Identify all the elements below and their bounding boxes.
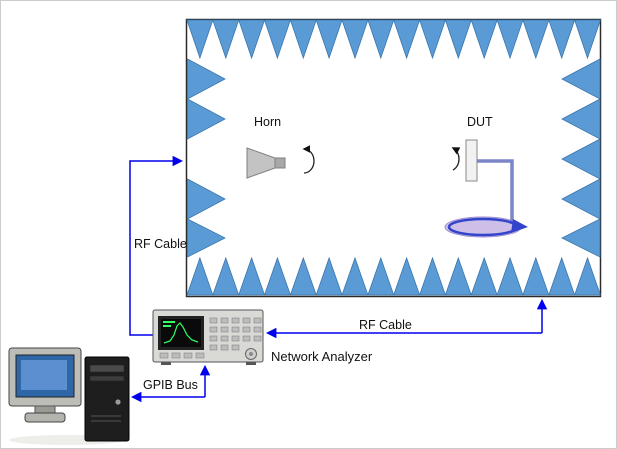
absorbers-right (561, 58, 601, 258)
dut-label: DUT (467, 115, 493, 129)
tower-vent (91, 420, 121, 422)
analyzer-foot (246, 362, 256, 365)
turntable-rotation-arrow-icon (447, 217, 528, 237)
cables (129, 155, 548, 403)
absorbers-top (186, 19, 601, 60)
horn-waveguide (274, 157, 286, 169)
analyzer-button-grid (209, 317, 262, 351)
dut-stand (477, 159, 514, 224)
tower-drive-bay (89, 375, 125, 382)
network-analyzer-icon (152, 309, 264, 365)
analyzer-readout-line (163, 325, 171, 327)
dut-panel (465, 139, 478, 182)
tower-drive-bay (89, 364, 125, 373)
analyzer-knob-center (249, 352, 253, 356)
analyzer-readout-line (163, 321, 175, 323)
gpib-bus-label: GPIB Bus (143, 378, 198, 392)
absorbers-bottom (186, 256, 601, 296)
network-analyzer-label: Network Analyzer (271, 349, 373, 364)
dut-assembly (444, 139, 528, 238)
analyzer-bottom-buttons (159, 352, 205, 359)
tower-vent (91, 415, 121, 417)
monitor-neck (34, 405, 56, 414)
monitor-base (24, 412, 66, 423)
tower-power-button (115, 399, 121, 405)
rf-cable-right-label: RF Cable (359, 318, 412, 332)
absorbers-left (187, 58, 226, 258)
turntable-swirl-arrowhead (511, 219, 528, 233)
dut-rotation-arrow-icon (451, 147, 461, 171)
horn-antenna-icon (246, 147, 286, 179)
analyzer-trace (163, 322, 199, 344)
horn-rotation-arrow-icon (302, 145, 315, 174)
rf-cable-left-line (129, 155, 184, 336)
analyzer-foot (161, 362, 171, 365)
analyzer-screen (161, 319, 201, 347)
computer-icon (8, 347, 130, 445)
rf-cable-left-label: RF Cable (134, 237, 187, 251)
horn-label: Horn (254, 115, 282, 129)
monitor-screen-window (21, 360, 67, 390)
